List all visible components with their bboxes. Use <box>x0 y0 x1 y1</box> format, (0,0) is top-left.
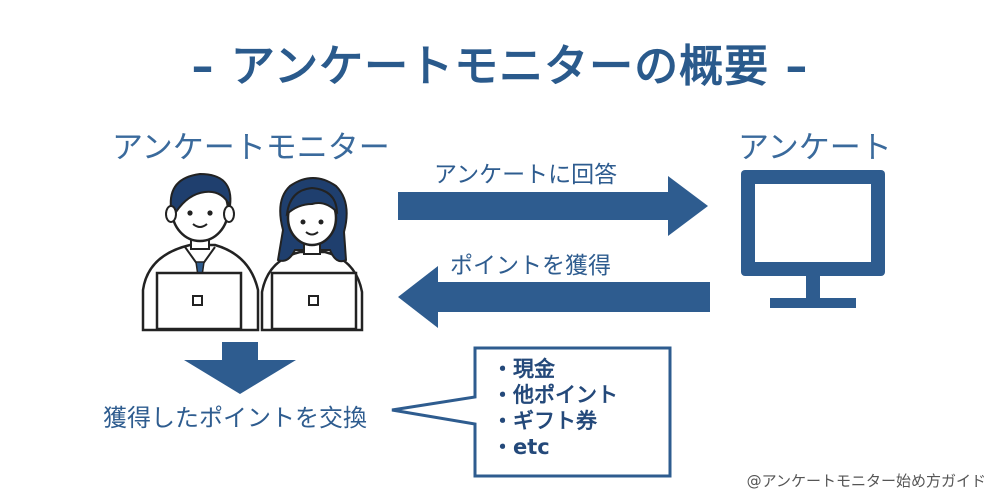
exchange-option-other-points: ・他ポイント <box>492 383 618 407</box>
page-title: – アンケートモニターの概要 – <box>191 41 809 92</box>
survey-label: アンケート <box>738 130 892 166</box>
survey-monitor-label: アンケートモニター <box>112 130 390 166</box>
credit-text: @アンケートモニター始め方ガイド <box>746 472 986 490</box>
exchange-option-gift-card: ・ギフト券 <box>492 409 597 433</box>
get-points-label: ポイントを獲得 <box>450 253 611 279</box>
exchange-options-list: ・現金 ・他ポイント ・ギフト券 ・etc <box>492 356 618 460</box>
exchange-option-cash: ・現金 <box>492 357 555 381</box>
female-monitor-icon <box>260 177 364 332</box>
arrow-right-icon <box>398 176 708 236</box>
monitor-icon <box>741 170 885 308</box>
arrow-down-icon <box>184 342 296 394</box>
arrow-left-icon <box>398 266 710 328</box>
male-monitor-icon <box>141 172 260 332</box>
exchange-points-label: 獲得したポイントを交換 <box>103 404 367 432</box>
answer-survey-label: アンケートに回答 <box>434 162 618 188</box>
exchange-option-etc: ・etc <box>492 435 550 459</box>
speech-bubble <box>391 346 672 478</box>
